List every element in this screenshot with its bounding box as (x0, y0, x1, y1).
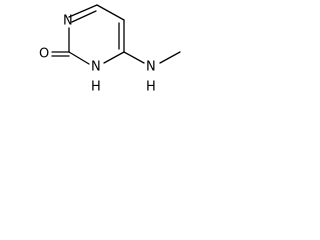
atom-n-ring-nh: N (91, 60, 101, 75)
atom-h-amine: H (146, 80, 156, 95)
bond-n1-c6 (68, 4, 98, 18)
bond-n3-c2 (68, 51, 90, 65)
bond-c4-namine (123, 51, 145, 64)
bond-namine-methyl (159, 51, 181, 64)
bond-n1-c6-second (71, 10, 97, 23)
atom-n-amine: N (146, 60, 156, 75)
bond-c4-n3 (103, 51, 125, 64)
chemical-structure-diagram: N N H O N H (39, 4, 181, 95)
bond-c6-c5 (96, 4, 125, 21)
atom-h-ring-nh: H (91, 80, 101, 95)
atom-n-ring-top: N (63, 14, 73, 29)
atom-o-carbonyl: O (39, 47, 49, 62)
